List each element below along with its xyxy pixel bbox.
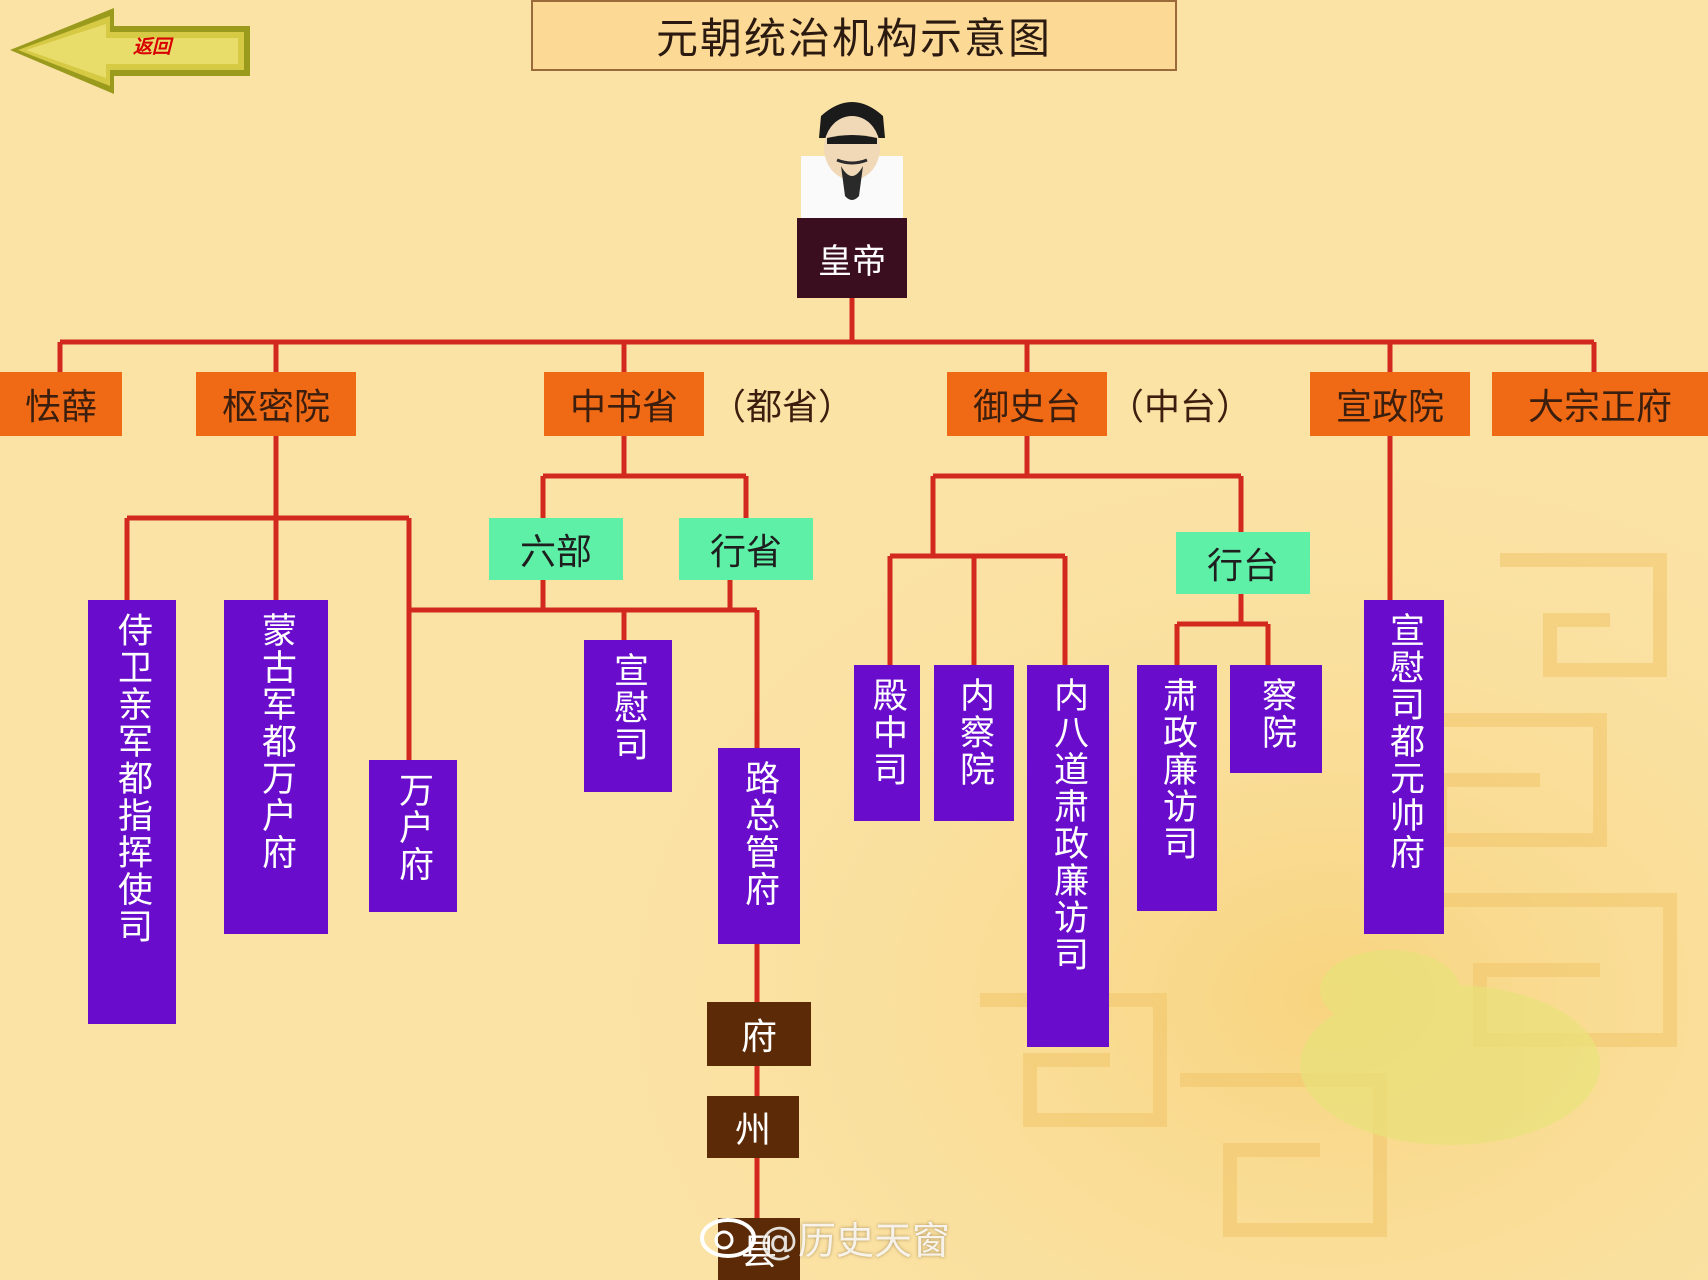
note-zhongtai: （中台） <box>1108 387 1253 428</box>
emperor-portrait <box>801 102 903 228</box>
node-neichayuan: 内察院 <box>934 665 1014 821</box>
emperor-label: 皇帝 <box>797 218 907 298</box>
node-chayuan: 察院 <box>1230 665 1322 773</box>
node-liubu: 六部 <box>489 518 623 580</box>
node-shiwei-qinjun: 侍卫亲军都指挥使司 <box>88 600 176 1024</box>
node-xuanwei-yuanshuaifu: 宣慰司都元帅府 <box>1364 600 1444 934</box>
node-xingsheng: 行省 <box>679 518 813 580</box>
connector-lines <box>57 298 1597 1280</box>
back-button[interactable]: 返回 <box>6 4 252 96</box>
dragon-ornament <box>1300 950 1600 1145</box>
node-suzheng-lianfangsi: 肃政廉访司 <box>1137 665 1217 911</box>
node-dianzhongsi: 殿中司 <box>854 665 920 821</box>
node-fu: 府 <box>707 1002 811 1066</box>
node-wanhufu: 万户府 <box>369 760 457 912</box>
note-dusheng: （都省） <box>710 387 855 428</box>
diagram-title: 元朝统治机构示意图 <box>531 0 1177 71</box>
node-dazongzhengfu: 大宗正府 <box>1492 372 1708 436</box>
weibo-icon <box>700 1218 756 1258</box>
node-menggu-wanhufu: 蒙古军都万户府 <box>224 600 328 934</box>
back-arrow-icon <box>10 8 250 94</box>
back-label: 返回 <box>132 36 171 58</box>
node-yushitai: 御史台 <box>947 372 1107 436</box>
node-xuanweisi: 宣慰司 <box>584 640 672 792</box>
node-lu-zongguanfu: 路总管府 <box>718 748 800 944</box>
node-neibadao-suzheng: 内八道肃政廉访司 <box>1027 665 1109 1047</box>
node-zhongshusheng: 中书省 <box>544 372 704 436</box>
node-zhou: 州 <box>707 1096 799 1158</box>
node-shumiyuan: 枢密院 <box>196 372 356 436</box>
watermark-text: @历史天窗 <box>760 1219 951 1263</box>
node-qiexue: 怯薛 <box>0 372 122 436</box>
node-xuanzhengyuan: 宣政院 <box>1310 372 1470 436</box>
node-xingtai: 行台 <box>1176 532 1310 594</box>
